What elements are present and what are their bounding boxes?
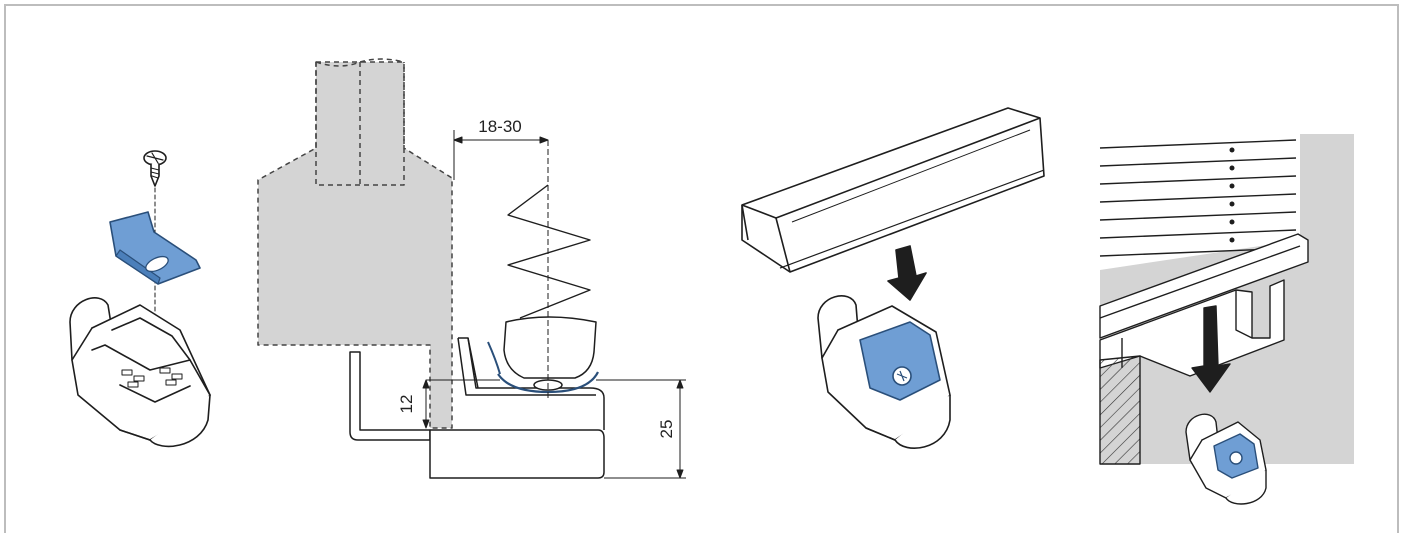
bracket-section — [429, 429, 605, 479]
bottom-rail — [1099, 233, 1309, 339]
outer-frame — [4, 4, 1399, 533]
dimension-label-bracket-height: 25 — [657, 420, 676, 439]
sill-section — [1099, 355, 1141, 465]
bracket-part — [69, 297, 211, 448]
down-arrow-icon — [887, 245, 927, 301]
panel-mounting-section — [257, 58, 686, 479]
panel-bracket-assembly — [69, 150, 211, 448]
frame-section — [257, 61, 453, 429]
dimension-label-clip-offset: 12 — [397, 395, 416, 414]
pleated-blind — [1099, 134, 1300, 270]
bracket-small — [1185, 413, 1267, 505]
screw-icon — [143, 150, 167, 187]
clip-part — [109, 211, 201, 285]
dimension-label-spring-span: 18-30 — [478, 117, 521, 136]
panel-headrail-insertion — [741, 107, 1045, 449]
dimension-18-30 — [453, 130, 549, 180]
dimension-12 — [422, 379, 500, 429]
bracket-with-clip — [817, 295, 951, 449]
dimension-25 — [596, 379, 686, 479]
headrail — [741, 107, 1045, 273]
spring — [507, 184, 591, 319]
panel-installed-blind — [1099, 134, 1354, 505]
l-profile — [349, 351, 431, 441]
down-arrow-icon-2 — [1191, 305, 1231, 393]
